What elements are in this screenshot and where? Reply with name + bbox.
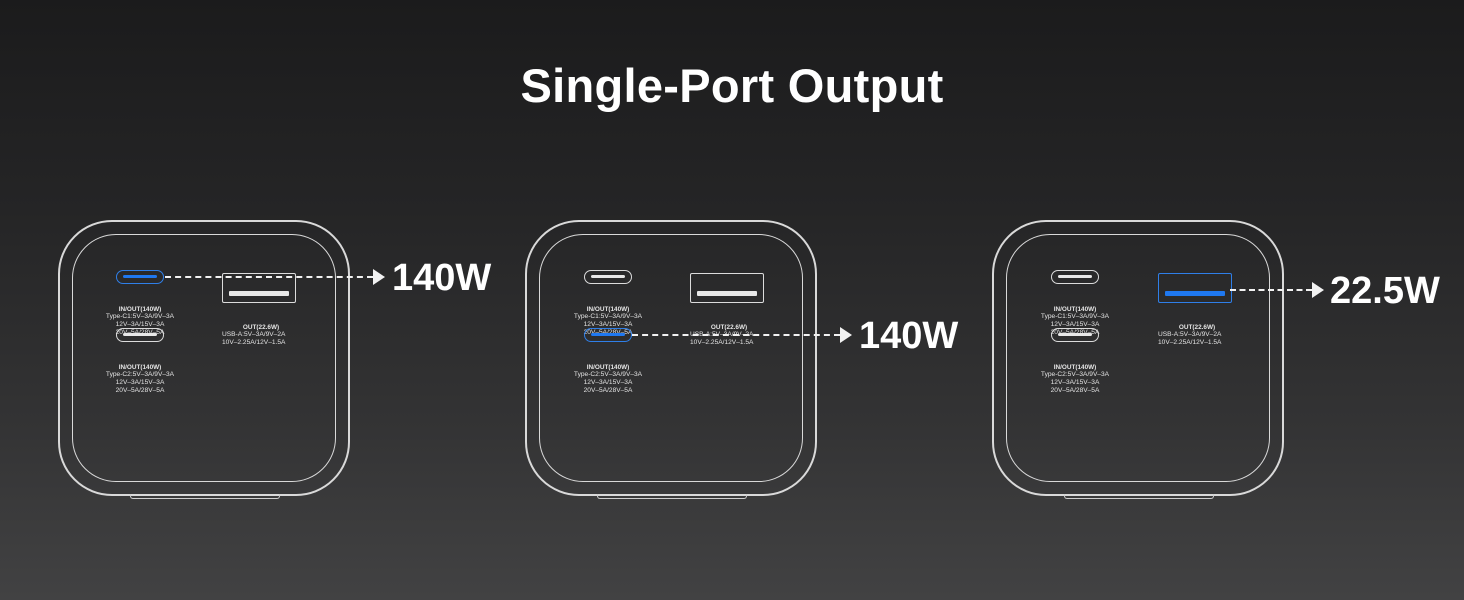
type-c1-port-icon bbox=[116, 270, 164, 284]
output-dashed-line bbox=[632, 334, 840, 336]
charger-inner-outline bbox=[72, 234, 336, 482]
type-c2-values: Type-C2:5V–3A/9V–3A 12V–3A/15V–3A 20V–5A… bbox=[573, 371, 643, 394]
type-c1-values: Type-C1:5V–3A/9V–3A 12V–3A/15V–3A 20V–5A… bbox=[105, 313, 175, 336]
type-c1-spec: IN/OUT(140W)Type-C1:5V–3A/9V–3A 12V–3A/1… bbox=[100, 290, 180, 345]
output-wattage: 140W bbox=[859, 315, 959, 357]
type-c2-values: Type-C2:5V–3A/9V–3A 12V–3A/15V–3A 20V–5A… bbox=[1040, 371, 1110, 394]
type-c2-spec: IN/OUT(140W)Type-C2:5V–3A/9V–3A 12V–3A/1… bbox=[100, 348, 180, 403]
arrow-right-icon bbox=[1312, 282, 1324, 298]
output-wattage: 22.5W bbox=[1330, 270, 1440, 312]
type-c2-label: IN/OUT(140W) bbox=[1053, 363, 1097, 371]
output-dashed-line bbox=[165, 276, 373, 278]
charger-foot bbox=[130, 494, 280, 499]
type-c1-port-icon bbox=[1051, 270, 1099, 284]
type-c2-values: Type-C2:5V–3A/9V–3A 12V–3A/15V–3A 20V–5A… bbox=[105, 371, 175, 394]
page-title: Single-Port Output bbox=[520, 59, 944, 112]
charger-foot bbox=[1064, 494, 1214, 499]
usb-a-label: OUT(22.6W) bbox=[242, 323, 280, 331]
type-c1-port-icon bbox=[584, 270, 632, 284]
output-dashed-line bbox=[1230, 289, 1312, 291]
type-c1-values: Type-C1:5V–3A/9V–3A 12V–3A/15V–3A 20V–5A… bbox=[1040, 313, 1110, 336]
type-c1-label: IN/OUT(140W) bbox=[1053, 305, 1097, 313]
type-c1-label: IN/OUT(140W) bbox=[586, 305, 630, 313]
charger-inner-outline bbox=[539, 234, 803, 482]
type-c1-spec: IN/OUT(140W)Type-C1:5V–3A/9V–3A 12V–3A/1… bbox=[568, 290, 648, 345]
usb-a-port-icon bbox=[1158, 273, 1232, 303]
usb-a-label: OUT(22.6W) bbox=[1178, 323, 1216, 331]
charger-front-outline: IN/OUT(140W)Type-C1:5V–3A/9V–3A 12V–3A/1… bbox=[992, 220, 1284, 499]
output-wattage: 140W bbox=[392, 257, 492, 299]
usb-a-spec: OUT(22.6W)USB-A:5V–3A/9V–2A 10V–2.25A/12… bbox=[1158, 308, 1236, 355]
type-c2-spec: IN/OUT(140W)Type-C2:5V–3A/9V–3A 12V–3A/1… bbox=[1035, 348, 1115, 403]
charger-inner-outline bbox=[1006, 234, 1270, 482]
type-c1-values: Type-C1:5V–3A/9V–3A 12V–3A/15V–3A 20V–5A… bbox=[573, 313, 643, 336]
type-c2-spec: IN/OUT(140W)Type-C2:5V–3A/9V–3A 12V–3A/1… bbox=[568, 348, 648, 403]
usb-a-spec: OUT(22.6W)USB-A:5V–3A/9V–2A 10V–2.25A/12… bbox=[222, 308, 300, 355]
charger-foot bbox=[597, 494, 747, 499]
type-c2-label: IN/OUT(140W) bbox=[586, 363, 630, 371]
type-c2-port-icon bbox=[116, 328, 164, 342]
type-c2-label: IN/OUT(140W) bbox=[118, 363, 162, 371]
arrow-right-icon bbox=[840, 327, 852, 343]
usb-a-port-icon bbox=[690, 273, 764, 303]
usb-a-spec: OUT(22.6W)USB-A:5V–3A/9V–2A 10V–2.25A/12… bbox=[690, 308, 768, 355]
type-c1-spec: IN/OUT(140W)Type-C1:5V–3A/9V–3A 12V–3A/1… bbox=[1035, 290, 1115, 345]
charger-front-outline: IN/OUT(140W)Type-C1:5V–3A/9V–3A 12V–3A/1… bbox=[58, 220, 350, 499]
usb-a-port-icon bbox=[222, 273, 296, 303]
type-c2-port-icon bbox=[1051, 328, 1099, 342]
type-c1-label: IN/OUT(140W) bbox=[118, 305, 162, 313]
usb-a-values: USB-A:5V–3A/9V–2A 10V–2.25A/12V–1.5A bbox=[222, 331, 286, 347]
charger-front-outline: IN/OUT(140W)Type-C1:5V–3A/9V–3A 12V–3A/1… bbox=[525, 220, 817, 499]
type-c2-port-icon bbox=[584, 328, 632, 342]
usb-a-values: USB-A:5V–3A/9V–2A 10V–2.25A/12V–1.5A bbox=[1158, 331, 1222, 347]
arrow-right-icon bbox=[373, 269, 385, 285]
usb-a-label: OUT(22.6W) bbox=[710, 323, 748, 331]
